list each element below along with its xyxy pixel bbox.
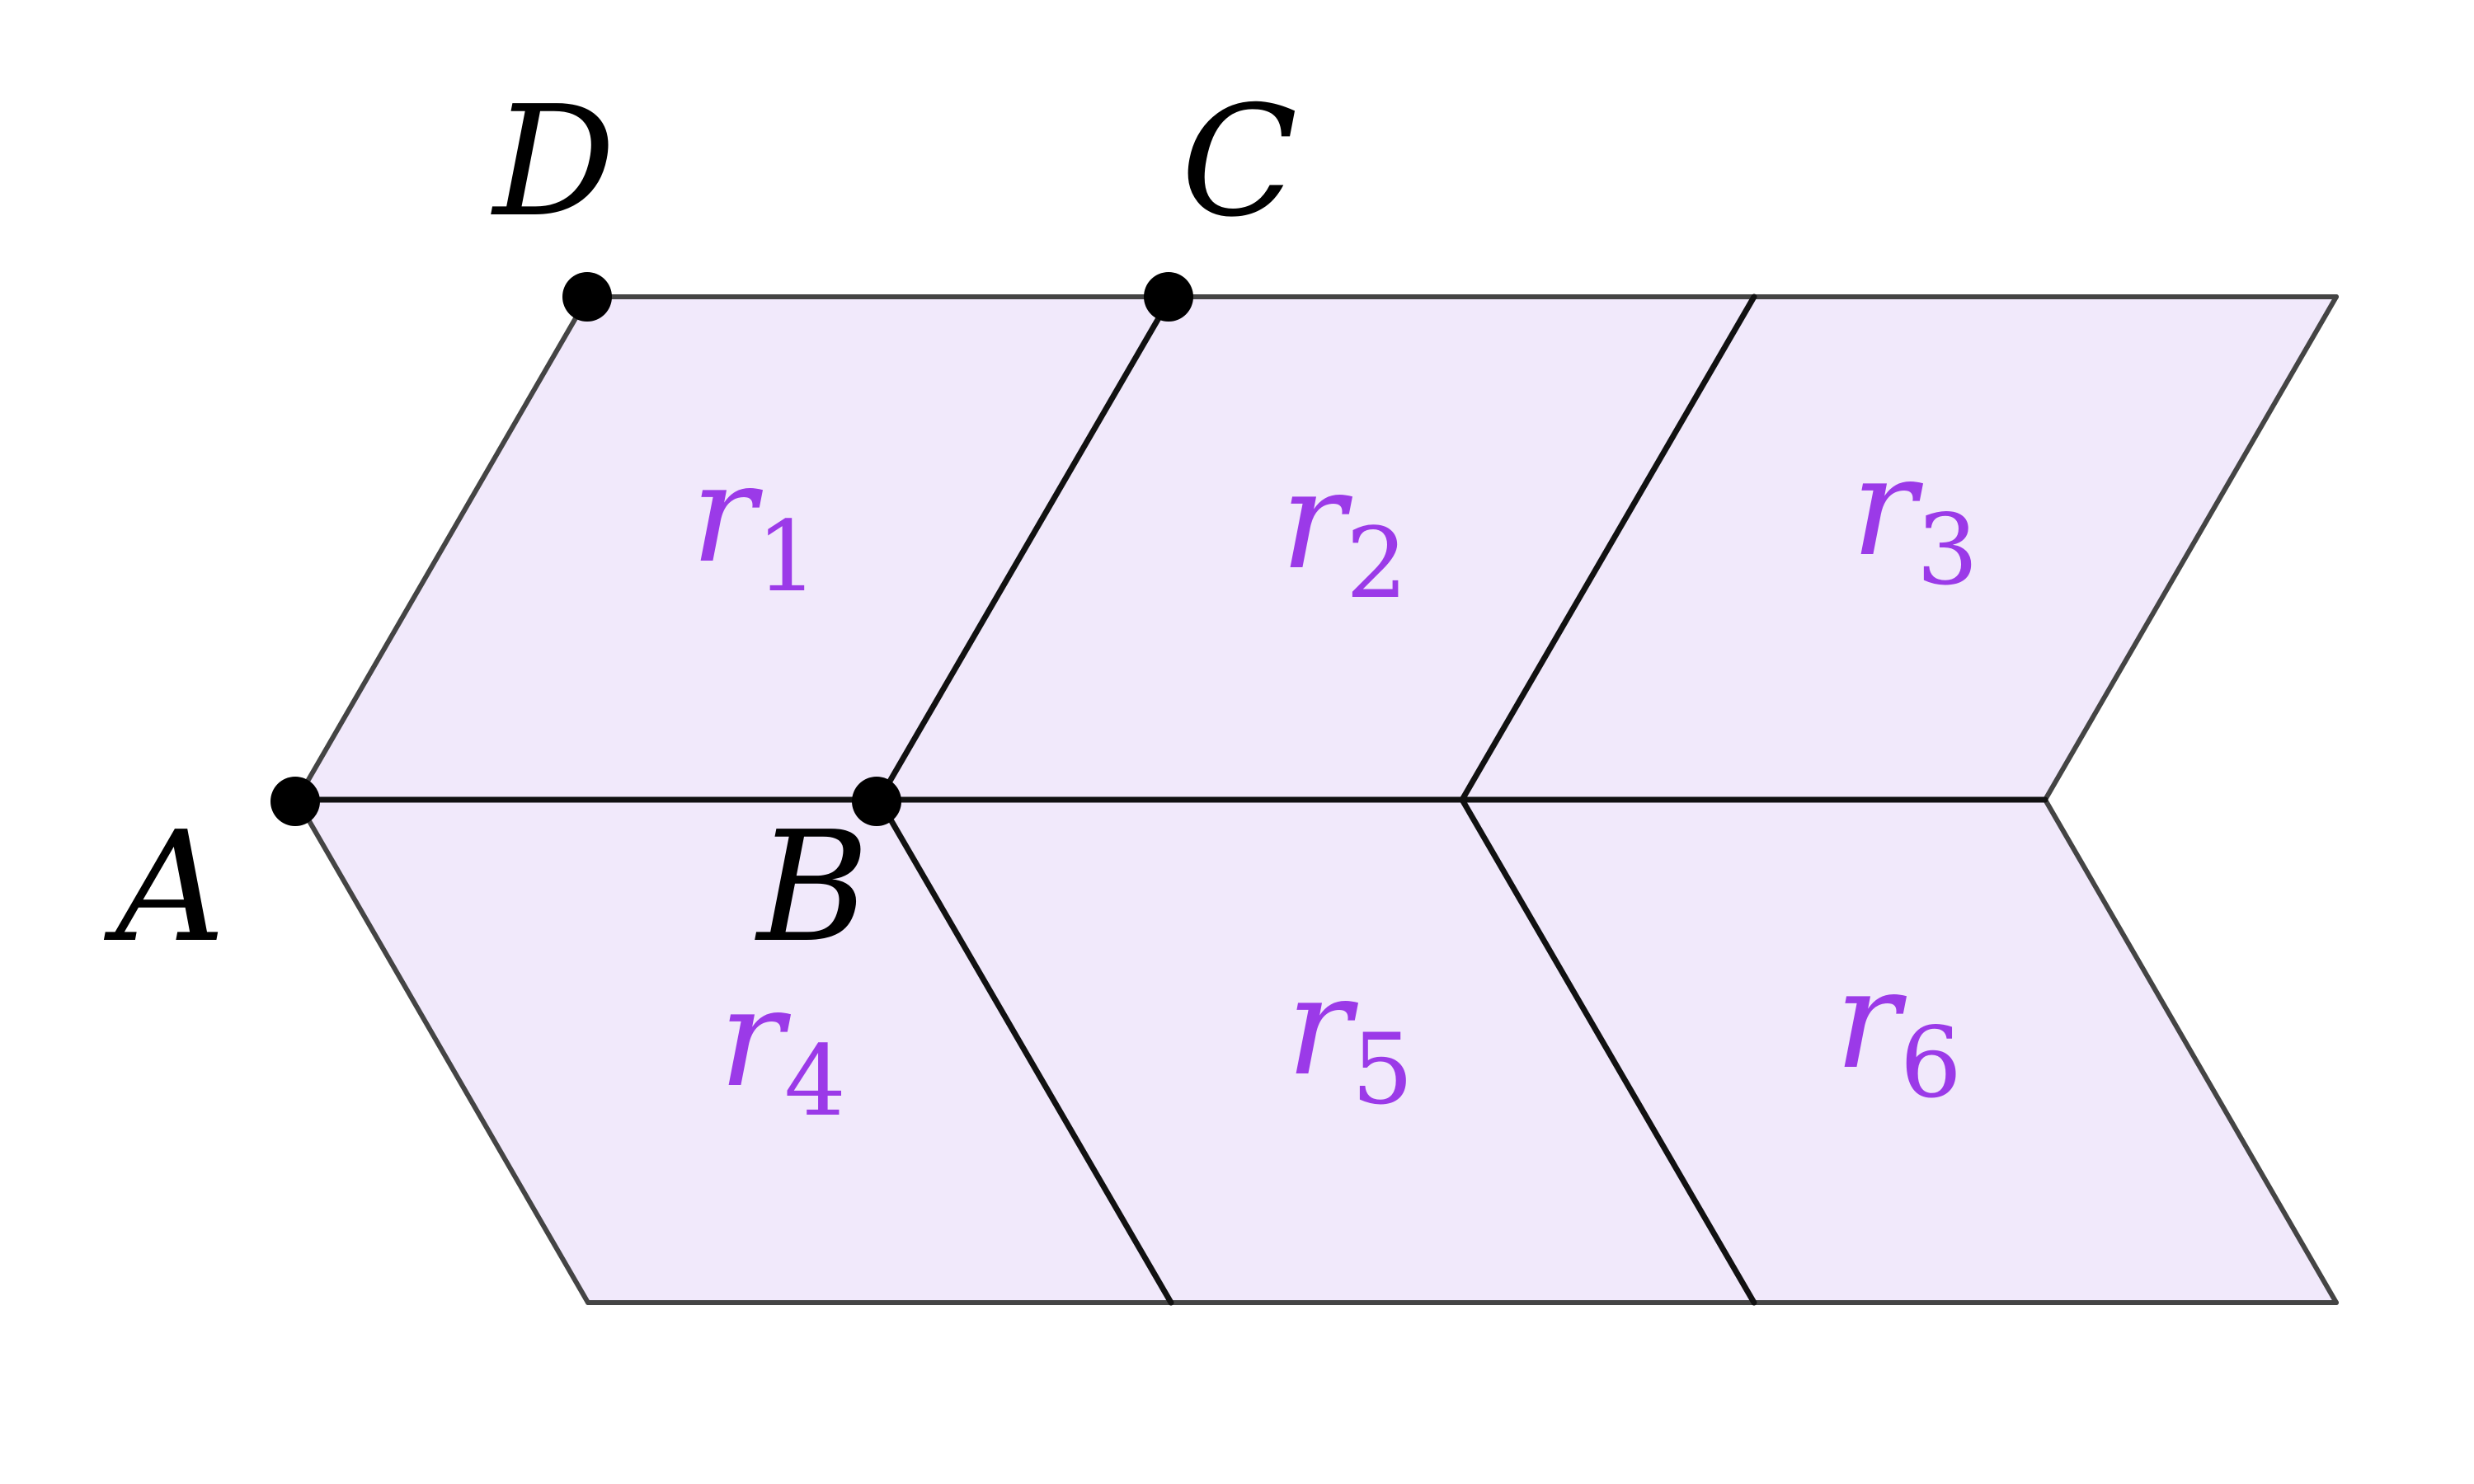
point-A-marker <box>270 777 320 826</box>
region-r5-letter: r <box>1286 947 1359 1106</box>
region-r3-subscript: 3 <box>1917 493 1978 607</box>
inner-edges <box>294 294 2048 1306</box>
point-C-marker <box>1144 272 1193 322</box>
edge-right-lower <box>2043 797 2339 1305</box>
region-r2-letter: r <box>1281 441 1353 599</box>
edge-right-upper <box>2043 294 2339 802</box>
region-r4-label: r4 <box>719 959 846 1138</box>
region-r4-subscript: 4 <box>784 1024 846 1138</box>
edge-inner-lower-2 <box>1459 796 1757 1306</box>
region-r5-subscript: 5 <box>1352 1012 1413 1126</box>
region-r5-label: r5 <box>1286 947 1413 1126</box>
point-A-label: A <box>103 798 226 976</box>
region-r6-subscript: 6 <box>1900 1006 1962 1120</box>
region-r2-fill <box>879 297 1754 800</box>
region-r4-letter: r <box>719 959 792 1117</box>
edge-AD <box>294 294 590 802</box>
outer-edges <box>294 294 2339 1305</box>
edge-left-lower <box>294 797 590 1305</box>
region-r2-label: r2 <box>1281 441 1408 620</box>
edge-inner-lower-1 <box>876 796 1174 1306</box>
region-r1-letter: r <box>691 434 764 593</box>
region-r1-label: r1 <box>691 434 818 613</box>
point-C-label: C <box>1181 73 1298 251</box>
point-D-label: D <box>491 73 615 251</box>
point-D-marker <box>562 272 612 322</box>
region-r2-subscript: 2 <box>1346 506 1408 620</box>
point-B-label: B <box>755 798 869 976</box>
region-r3-label: r3 <box>1851 428 1978 607</box>
region-r3-letter: r <box>1851 428 1924 586</box>
edge-BC <box>876 294 1174 803</box>
region-r1-subscript: 1 <box>756 500 818 613</box>
region-r6-label: r6 <box>1835 941 1962 1120</box>
region-r6-letter: r <box>1835 941 1907 1099</box>
region-r5-fill <box>879 800 1754 1303</box>
edge-inner-upper-2 <box>1459 294 1757 803</box>
point-B-marker <box>852 777 901 826</box>
